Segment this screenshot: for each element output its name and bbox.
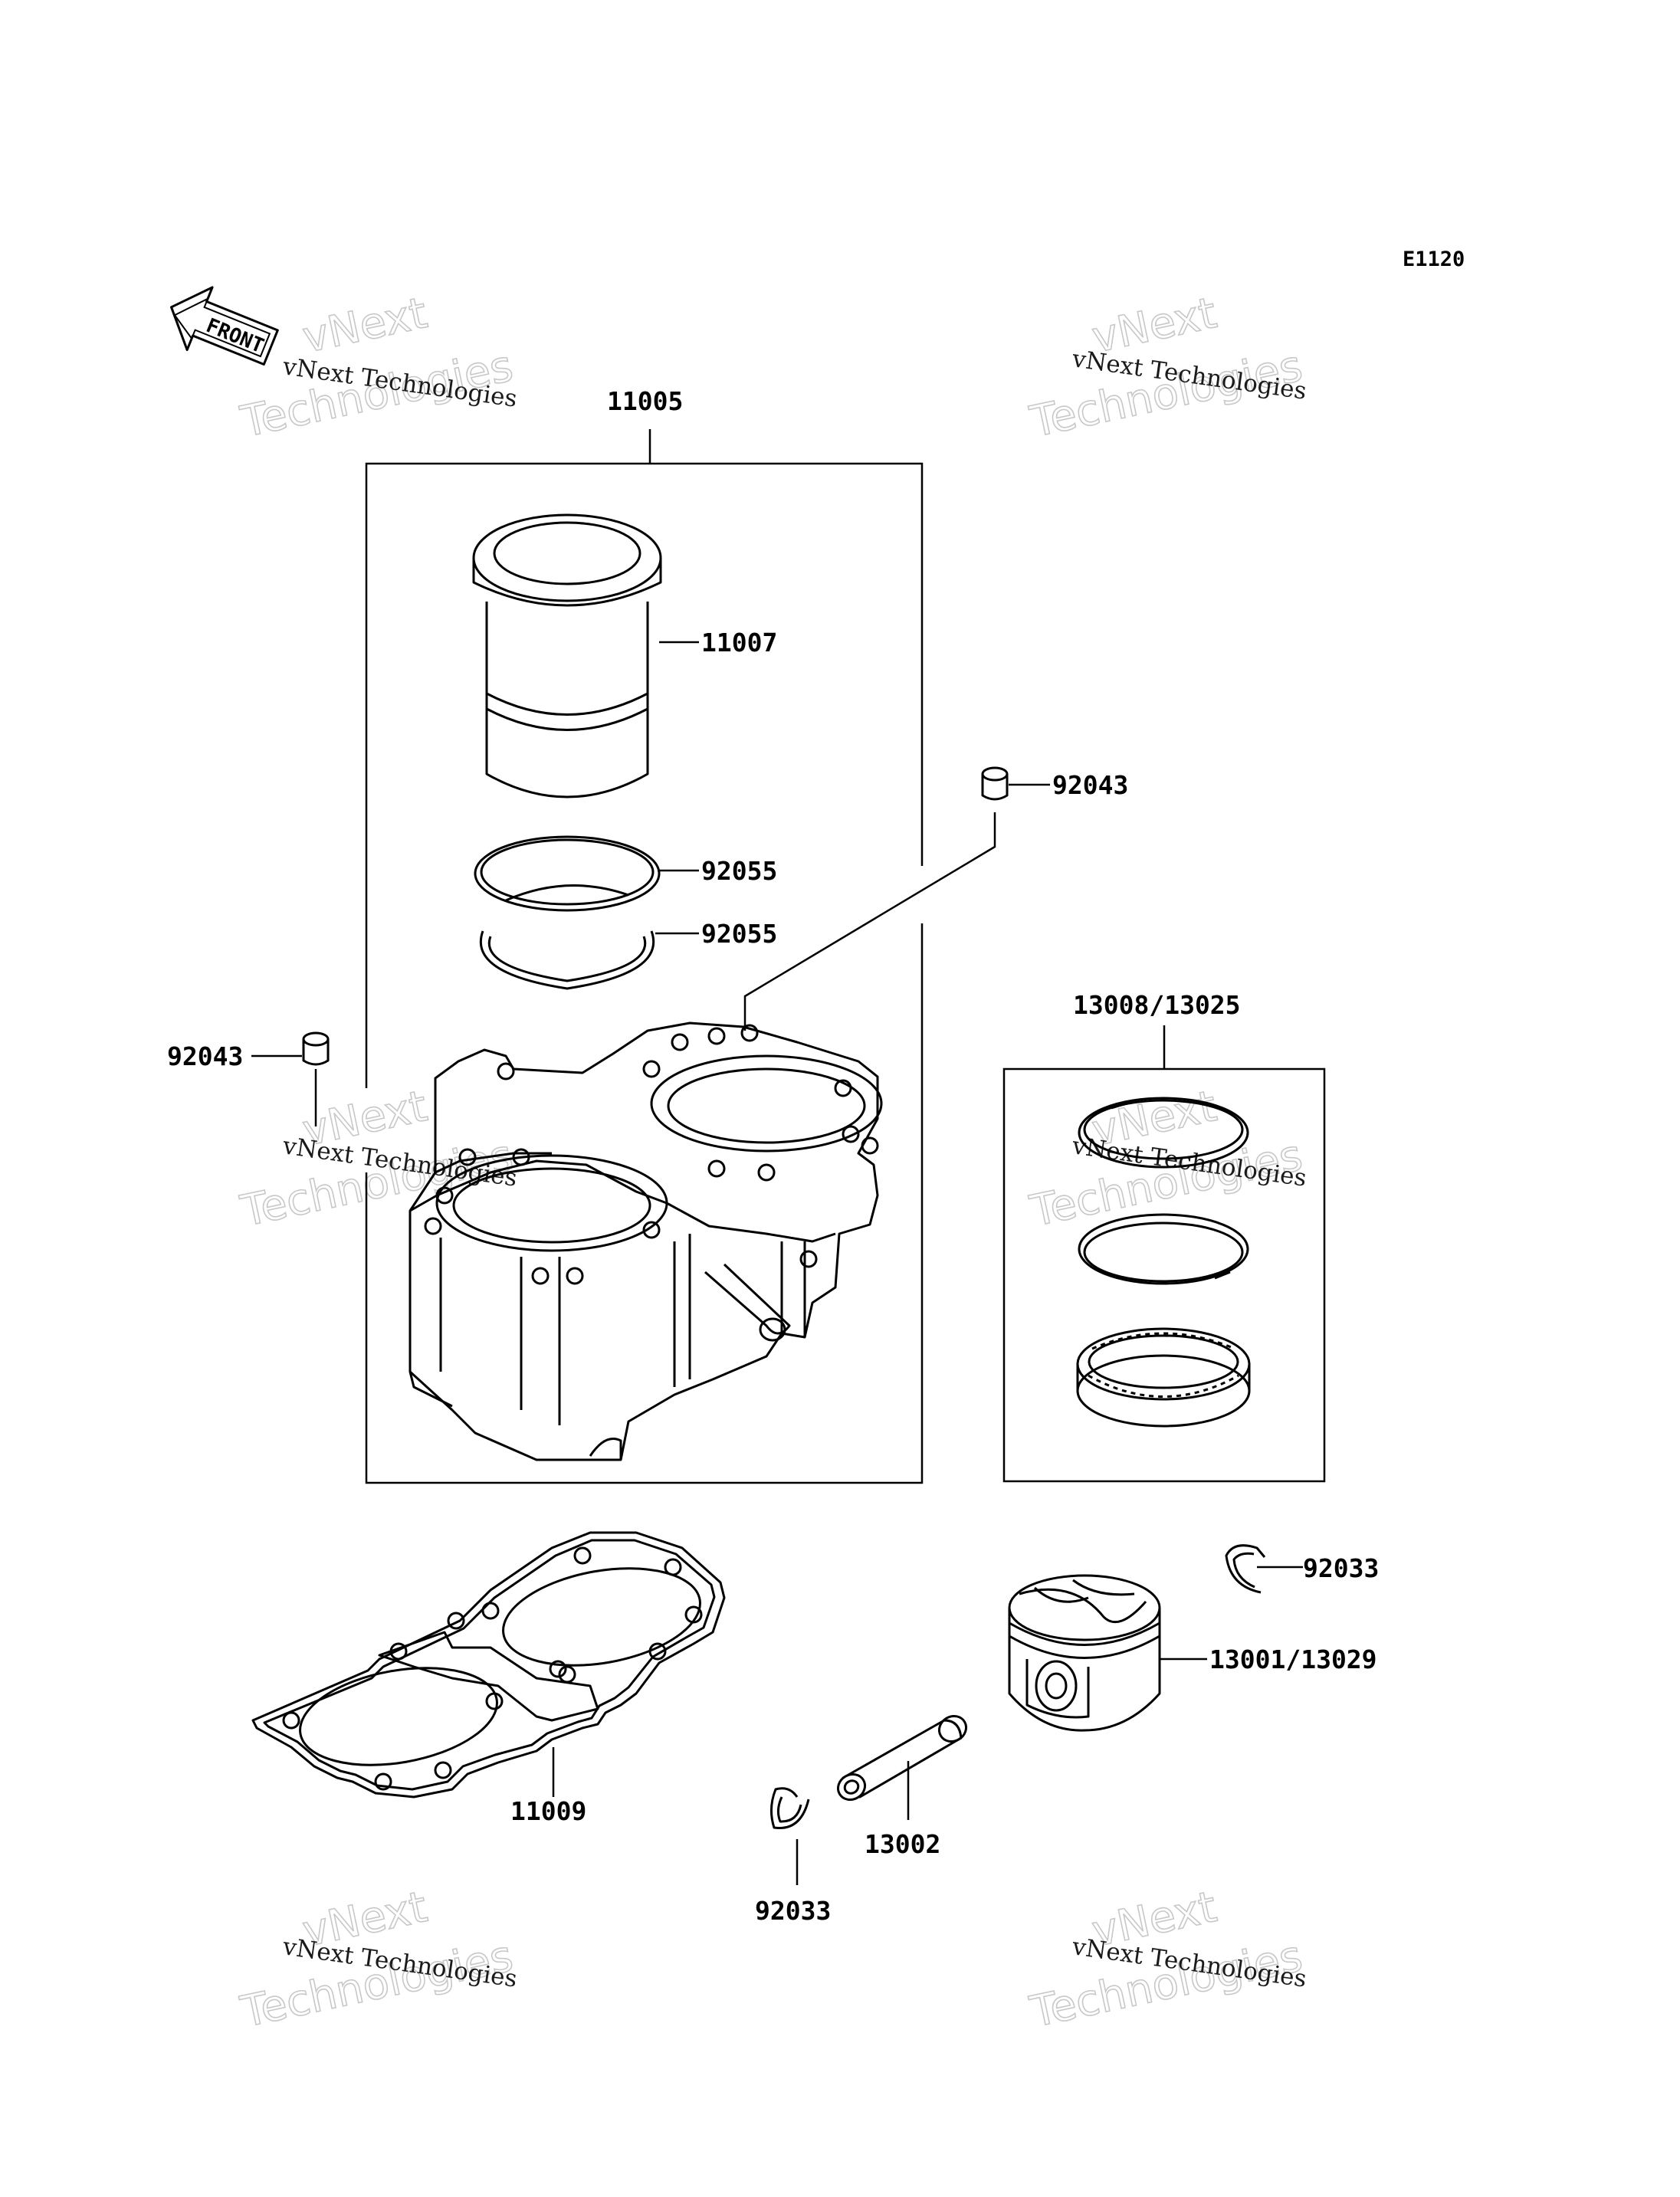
circlip-right xyxy=(1225,1544,1266,1594)
front-arrow-icon: FRONT xyxy=(170,286,279,366)
diagram-code: E1120 xyxy=(1403,248,1465,271)
piston-ring-top xyxy=(1078,1097,1249,1169)
label-92033-right: 92033 xyxy=(1303,1553,1379,1583)
label-92033-bottom: 92033 xyxy=(755,1896,831,1926)
cylinder-assembly-box xyxy=(365,429,924,1484)
cylinder-block xyxy=(409,1021,883,1461)
svg-text:vNext: vNext xyxy=(298,288,431,363)
oring-lower xyxy=(479,930,655,990)
label-11007: 11007 xyxy=(701,628,777,657)
label-11009: 11009 xyxy=(510,1796,586,1826)
label-13002: 13002 xyxy=(865,1829,940,1859)
label-92055-lower: 92055 xyxy=(701,919,777,949)
label-92043-left: 92043 xyxy=(167,1041,243,1071)
watermark-top-right: vNext Technologies vNext Technologies xyxy=(1025,287,1308,448)
piston xyxy=(1008,1574,1161,1732)
ring-set-box xyxy=(1002,1025,1326,1483)
oil-ring xyxy=(1076,1327,1251,1428)
label-13008-13025: 13008/13025 xyxy=(1073,990,1241,1020)
label-11005: 11005 xyxy=(607,386,683,416)
watermark-bottom-right: vNext Technologies vNext Technologies xyxy=(1025,1881,1308,2038)
piston-ring-middle xyxy=(1078,1213,1249,1285)
dowel-pin-left xyxy=(302,1031,330,1066)
oring-upper xyxy=(474,835,661,912)
label-92043-right: 92043 xyxy=(1052,770,1128,800)
dowel-pin-right xyxy=(981,766,1009,801)
cylinder-gasket xyxy=(251,1531,726,1799)
watermark-top-left: vNext Technologies vNext Technologies xyxy=(236,287,519,448)
piston-pin xyxy=(836,1714,968,1802)
cylinder-liner xyxy=(472,513,662,798)
circlip-bottom xyxy=(770,1787,810,1830)
label-13001-13029: 13001/13029 xyxy=(1209,1644,1377,1674)
label-92055-upper: 92055 xyxy=(701,856,777,886)
watermark-bottom-left: vNext Technologies vNext Technologies xyxy=(236,1881,519,2038)
